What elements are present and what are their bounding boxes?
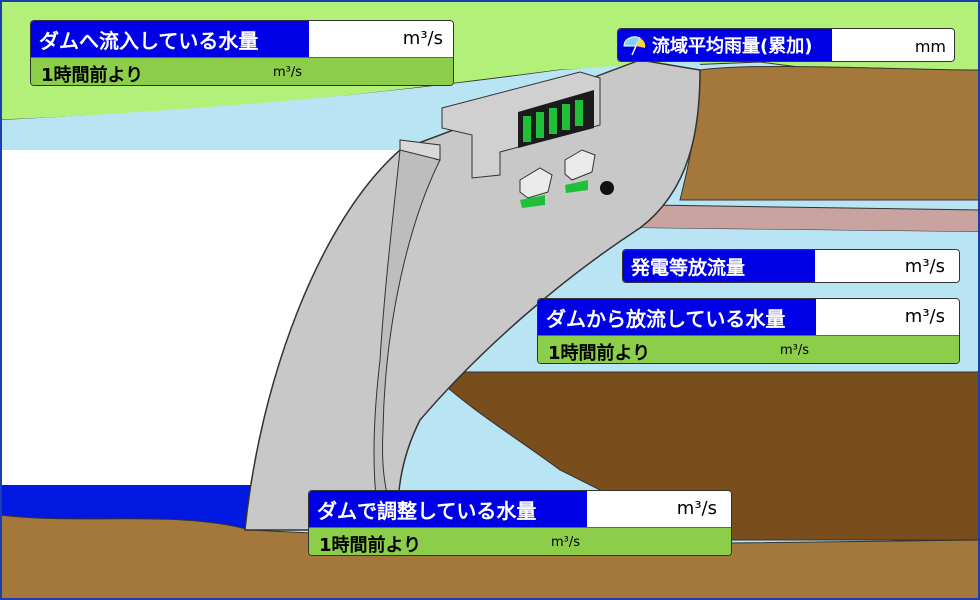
outflow-value-box: m³/s [816, 299, 959, 335]
inflow-unit: m³/s [402, 28, 443, 49]
inflow-label: ダムへ流入している水量 [31, 21, 309, 57]
rock-layer [639, 204, 980, 233]
regulated-panel: ダムで調整している水量 m³/s 1時間前より m³/s [308, 490, 732, 556]
regulated-label: ダムで調整している水量 [309, 491, 587, 527]
regulated-sub-unit: m³/s [551, 535, 581, 550]
outflow-sub-row: 1時間前より m³/s [538, 335, 959, 364]
outflow-sub-unit: m³/s [780, 343, 810, 358]
outflow-unit: m³/s [904, 306, 945, 327]
rainfall-value-box: mm [832, 29, 954, 61]
power-label: 発電等放流量 [623, 250, 815, 282]
outflow-panel: ダムから放流している水量 m³/s 1時間前より m³/s [537, 298, 960, 364]
power-unit: m³/s [904, 256, 945, 277]
outflow-label: ダムから放流している水量 [538, 299, 816, 335]
rainfall-unit: mm [914, 37, 946, 56]
regulated-sub-label: 1時間前より [319, 535, 422, 556]
outflow-sub-label: 1時間前より [548, 343, 651, 364]
inflow-value-box: m³/s [309, 21, 453, 57]
gate-lights [523, 100, 583, 142]
inflow-sub-row: 1時間前より m³/s [31, 57, 453, 86]
power-panel: 発電等放流量 m³/s [622, 249, 960, 283]
umbrella-icon [622, 34, 648, 56]
inflow-sub-unit: m³/s [273, 65, 303, 80]
regulated-sub-row: 1時間前より m³/s [309, 527, 731, 556]
rainfall-panel: 流域平均雨量(累加) mm [617, 28, 955, 62]
regulated-value-box: m³/s [587, 491, 731, 527]
dam-crest [399, 139, 441, 161]
regulated-unit: m³/s [676, 498, 717, 519]
outlet-hole [600, 181, 614, 195]
inflow-sub-label: 1時間前より [41, 65, 144, 86]
outlet-gate-left [519, 167, 553, 208]
rainfall-label: 流域平均雨量(累加) [652, 36, 813, 57]
outlet-gate-right [564, 149, 596, 193]
right-mountain [679, 65, 980, 201]
dam-body [244, 59, 701, 531]
power-value-box: m³/s [815, 250, 959, 282]
inflow-panel: ダムへ流入している水量 m³/s 1時間前より m³/s [30, 20, 454, 86]
rainfall-label-box: 流域平均雨量(累加) [618, 29, 832, 61]
